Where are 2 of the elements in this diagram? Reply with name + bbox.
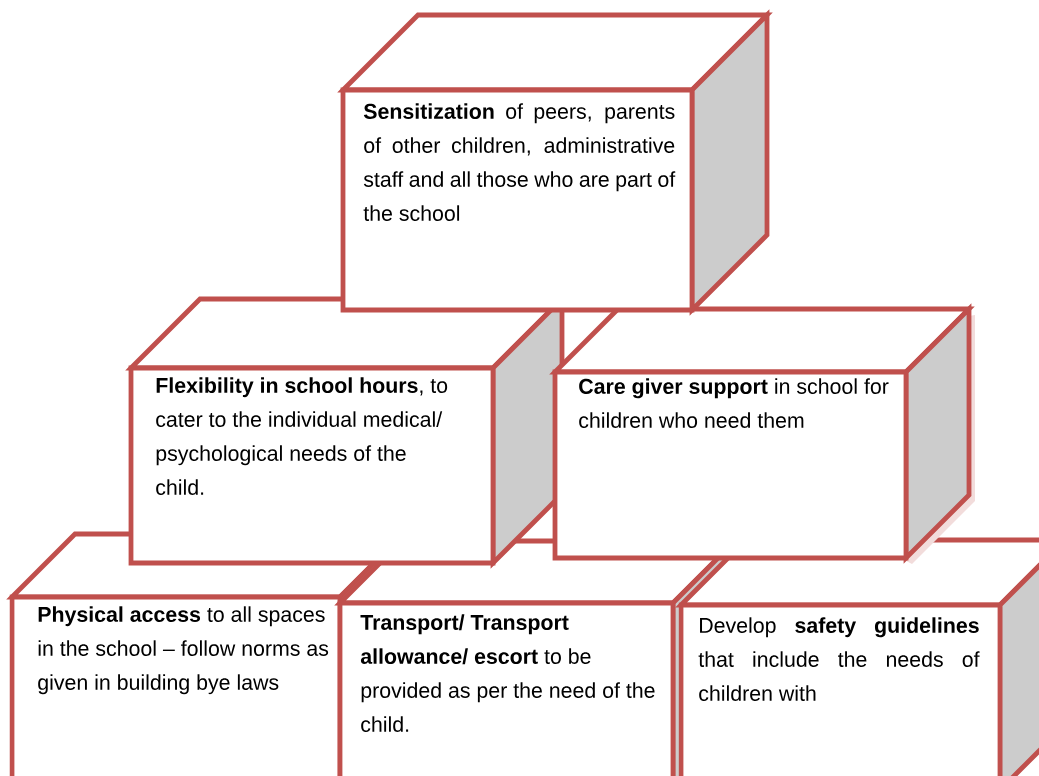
node-label: Transport/ Transport allowance/ escort to be provided as per the need of the child. — [360, 614, 655, 732]
node-label: Physical access to all spaces in the school – follow norms as given in building bye laws — [38, 606, 329, 695]
